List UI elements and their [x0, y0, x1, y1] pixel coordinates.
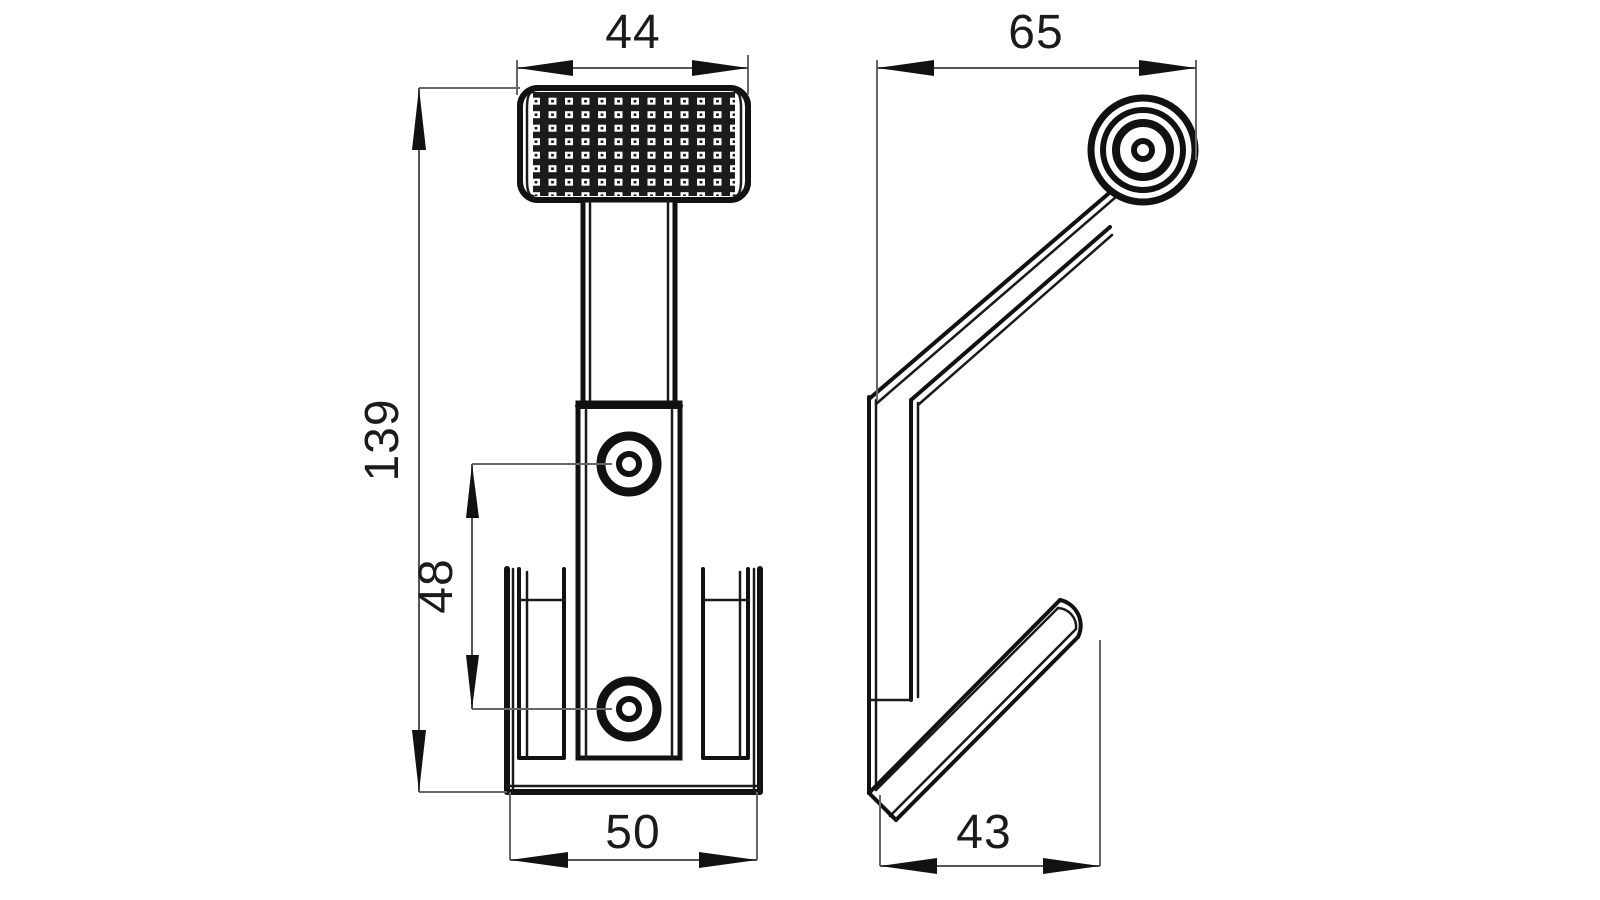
dim44-value: 44 [605, 6, 660, 59]
lower-arm-left-end [867, 791, 898, 822]
pad-texture [533, 92, 735, 196]
dimension-44: 44 [516, 6, 749, 95]
lower-arm-top-edge-inner [874, 606, 1060, 792]
dim65-arrow-left [877, 60, 934, 76]
roller-center-bore [1131, 138, 1155, 162]
dimension-65: 65 [876, 6, 1197, 400]
lower-arm-bottom-edge [894, 635, 1080, 822]
lower-arm-bottom-edge-inner [888, 627, 1078, 818]
lower-hole-bore [616, 696, 642, 722]
dim48-arrow-top [466, 464, 479, 518]
dim139-value: 139 [356, 398, 409, 481]
roller-detail [1087, 94, 1199, 206]
upper-hole-bore [616, 451, 642, 477]
stem-body [580, 197, 678, 406]
dim139-arrow-top [412, 88, 426, 150]
upper-arm-top-edge-inner [874, 188, 1126, 406]
lower-arm-tip [1058, 598, 1083, 639]
side-view [867, 94, 1199, 822]
pad-left-fillet [525, 90, 535, 198]
lower-arm-top-edge [867, 598, 1062, 795]
dim44-arrow-left [517, 60, 573, 76]
lower-hook-arm [867, 598, 1083, 822]
upper-arm-bottom-edge [909, 225, 1112, 402]
upper-arm-bottom-edge-inner [916, 233, 1114, 407]
upper-stem [580, 197, 678, 406]
upper-arm-top-edge [867, 180, 1124, 401]
base-outer-outline [504, 566, 763, 795]
dim50-arrow-left [510, 852, 568, 868]
dim48-arrow-bottom [466, 655, 479, 709]
upper-arm [867, 180, 1126, 407]
knurled-pad [517, 85, 751, 203]
dim50-arrow-right [699, 852, 757, 868]
base-right-slot [701, 567, 750, 760]
base-left-slot [517, 567, 566, 760]
dimension-139: 139 [356, 87, 520, 793]
lower-arm-tip-inner [1056, 606, 1078, 631]
front-view [504, 85, 763, 795]
dim43-arrow-left [880, 858, 937, 874]
dimension-50: 50 [509, 792, 758, 868]
dim65-arrow-right [1139, 60, 1196, 76]
dim50-value: 50 [605, 806, 660, 859]
dim43-value: 43 [956, 806, 1011, 859]
base-bracket [504, 566, 763, 795]
dim139-arrow-bottom [412, 730, 426, 792]
dim44-arrow-right [692, 60, 748, 76]
dim43-arrow-right [1043, 858, 1100, 874]
dim48-value: 48 [410, 558, 463, 613]
pad-right-fillet [733, 90, 743, 198]
dimension-48: 48 [410, 463, 612, 710]
dimension-43: 43 [879, 640, 1101, 874]
dim65-value: 65 [1008, 6, 1063, 59]
